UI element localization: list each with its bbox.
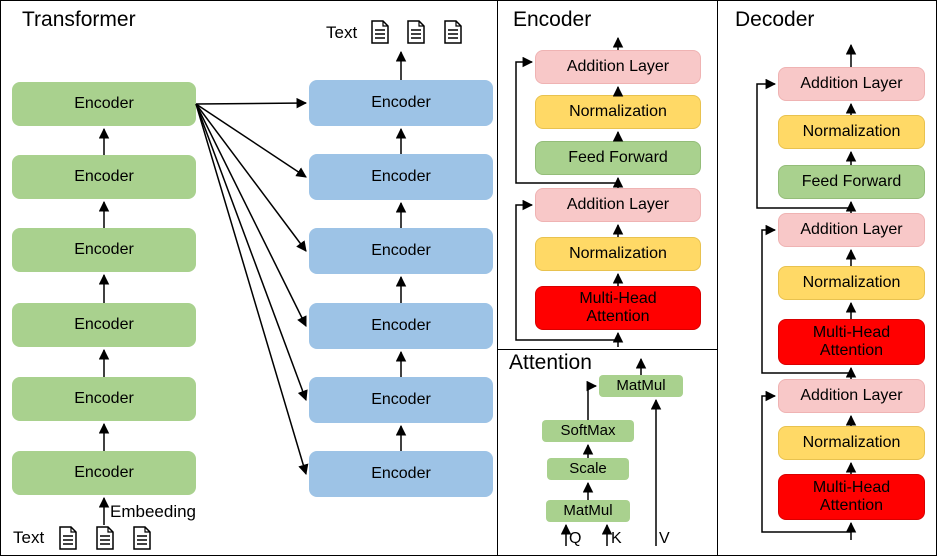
embedding-label: Embeeding bbox=[110, 502, 197, 521]
attention-panel-title: Attention bbox=[509, 351, 592, 374]
input-text-label: Text bbox=[13, 528, 45, 547]
output-text-label: Text bbox=[326, 23, 358, 42]
encoder-normalization-1: Normalization bbox=[535, 95, 701, 129]
attention-matmul-top: MatMul bbox=[599, 375, 683, 397]
left-encoder-2: Encoder bbox=[12, 155, 196, 199]
decoder-panel-title: Decoder bbox=[735, 8, 815, 31]
encoder-normalization-2: Normalization bbox=[535, 237, 701, 271]
decoder-addition-layer-3: Addition Layer bbox=[778, 379, 925, 413]
attention-scale: Scale bbox=[547, 458, 629, 480]
encoder-addition-layer-2: Addition Layer bbox=[535, 188, 701, 222]
left-encoder-4: Encoder bbox=[12, 303, 196, 347]
right-encoder-4: Encoder bbox=[309, 303, 493, 349]
encoder-panel-title: Encoder bbox=[513, 8, 592, 31]
right-encoder-1: Encoder bbox=[309, 80, 493, 126]
decoder-normalization-2: Normalization bbox=[778, 266, 925, 300]
encoder-feed-forward: Feed Forward bbox=[535, 141, 701, 175]
document-icon bbox=[133, 526, 151, 550]
left-encoder-3: Encoder bbox=[12, 228, 196, 272]
decoder-addition-layer-2: Addition Layer bbox=[778, 213, 925, 247]
decoder-feed-forward: Feed Forward bbox=[778, 165, 925, 199]
transformer-title: Transformer bbox=[22, 8, 136, 31]
right-encoder-3: Encoder bbox=[309, 228, 493, 274]
right-encoder-5: Encoder bbox=[309, 377, 493, 423]
decoder-multi-head-attention-1: Multi-Head Attention bbox=[778, 319, 925, 365]
document-icon bbox=[59, 526, 77, 550]
encoder-addition-layer-1: Addition Layer bbox=[535, 50, 701, 84]
left-encoder-6: Encoder bbox=[12, 451, 196, 495]
decoder-addition-layer-1: Addition Layer bbox=[778, 67, 925, 101]
right-encoder-2: Encoder bbox=[309, 154, 493, 200]
left-encoder-5: Encoder bbox=[12, 377, 196, 421]
left-encoder-1: Encoder bbox=[12, 82, 196, 126]
attention-input-q: Q bbox=[569, 530, 582, 547]
right-encoder-6: Encoder bbox=[309, 451, 493, 497]
document-icon bbox=[96, 526, 114, 550]
attention-matmul-bottom: MatMul bbox=[546, 500, 630, 522]
decoder-normalization-1: Normalization bbox=[778, 115, 925, 149]
decoder-multi-head-attention-2: Multi-Head Attention bbox=[778, 474, 925, 520]
decoder-normalization-3: Normalization bbox=[778, 426, 925, 460]
encoder-multi-head-attention: Multi-Head Attention bbox=[535, 286, 701, 330]
attention-input-v: V bbox=[659, 530, 670, 547]
attention-softmax: SoftMax bbox=[542, 420, 634, 442]
document-icon bbox=[444, 20, 462, 44]
document-icon bbox=[407, 20, 425, 44]
document-icon bbox=[371, 20, 389, 44]
attention-input-k: K bbox=[611, 530, 622, 547]
